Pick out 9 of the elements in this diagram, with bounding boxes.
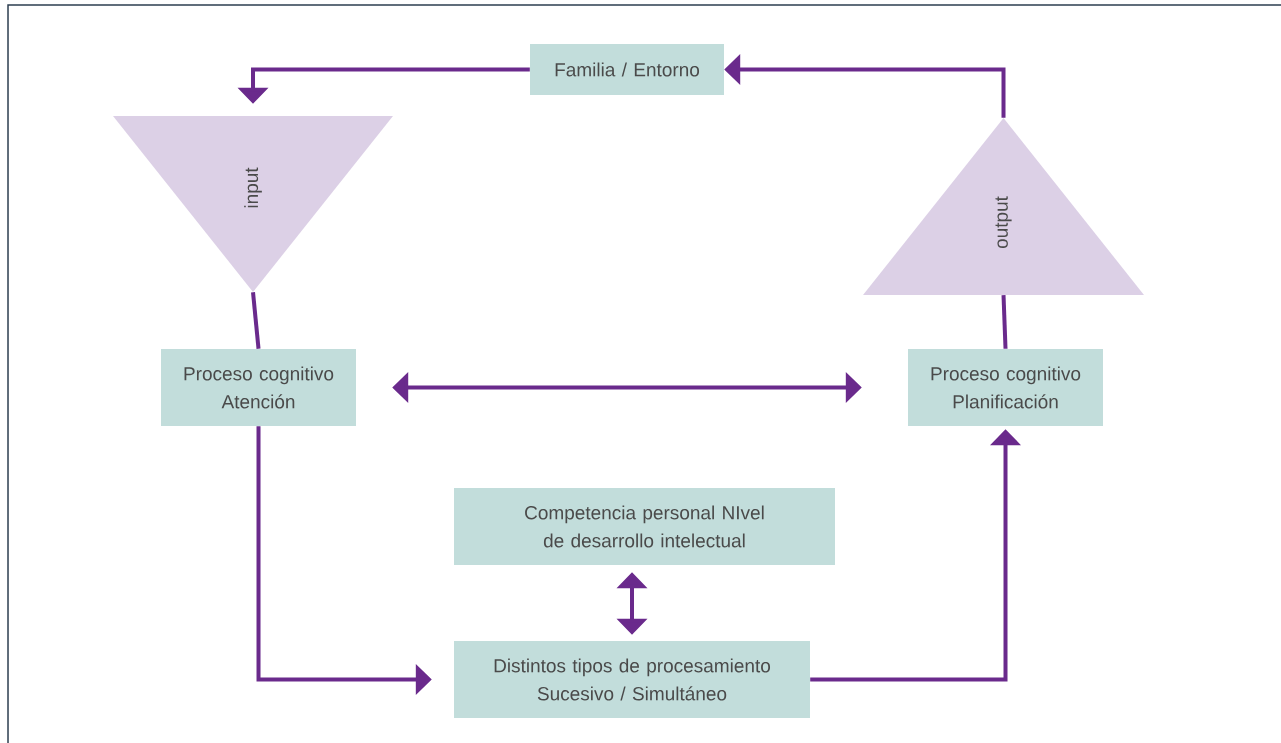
connector-line (1001, 295, 1008, 349)
process-box: Familia / Entorno (530, 44, 724, 95)
process-box: Proceso cognitivo Atención (161, 349, 356, 426)
process-box: Proceso cognitivo Planificación (908, 349, 1103, 426)
connector-line (251, 292, 261, 349)
process-box: Distintos tipos de procesamiento Sucesivo / Simultáneo (454, 641, 810, 718)
output-triangle: output (863, 118, 1144, 295)
process-box: Competencia personal NIvel de desarrollo intelectual (454, 488, 835, 565)
input-triangle: input (113, 116, 393, 292)
